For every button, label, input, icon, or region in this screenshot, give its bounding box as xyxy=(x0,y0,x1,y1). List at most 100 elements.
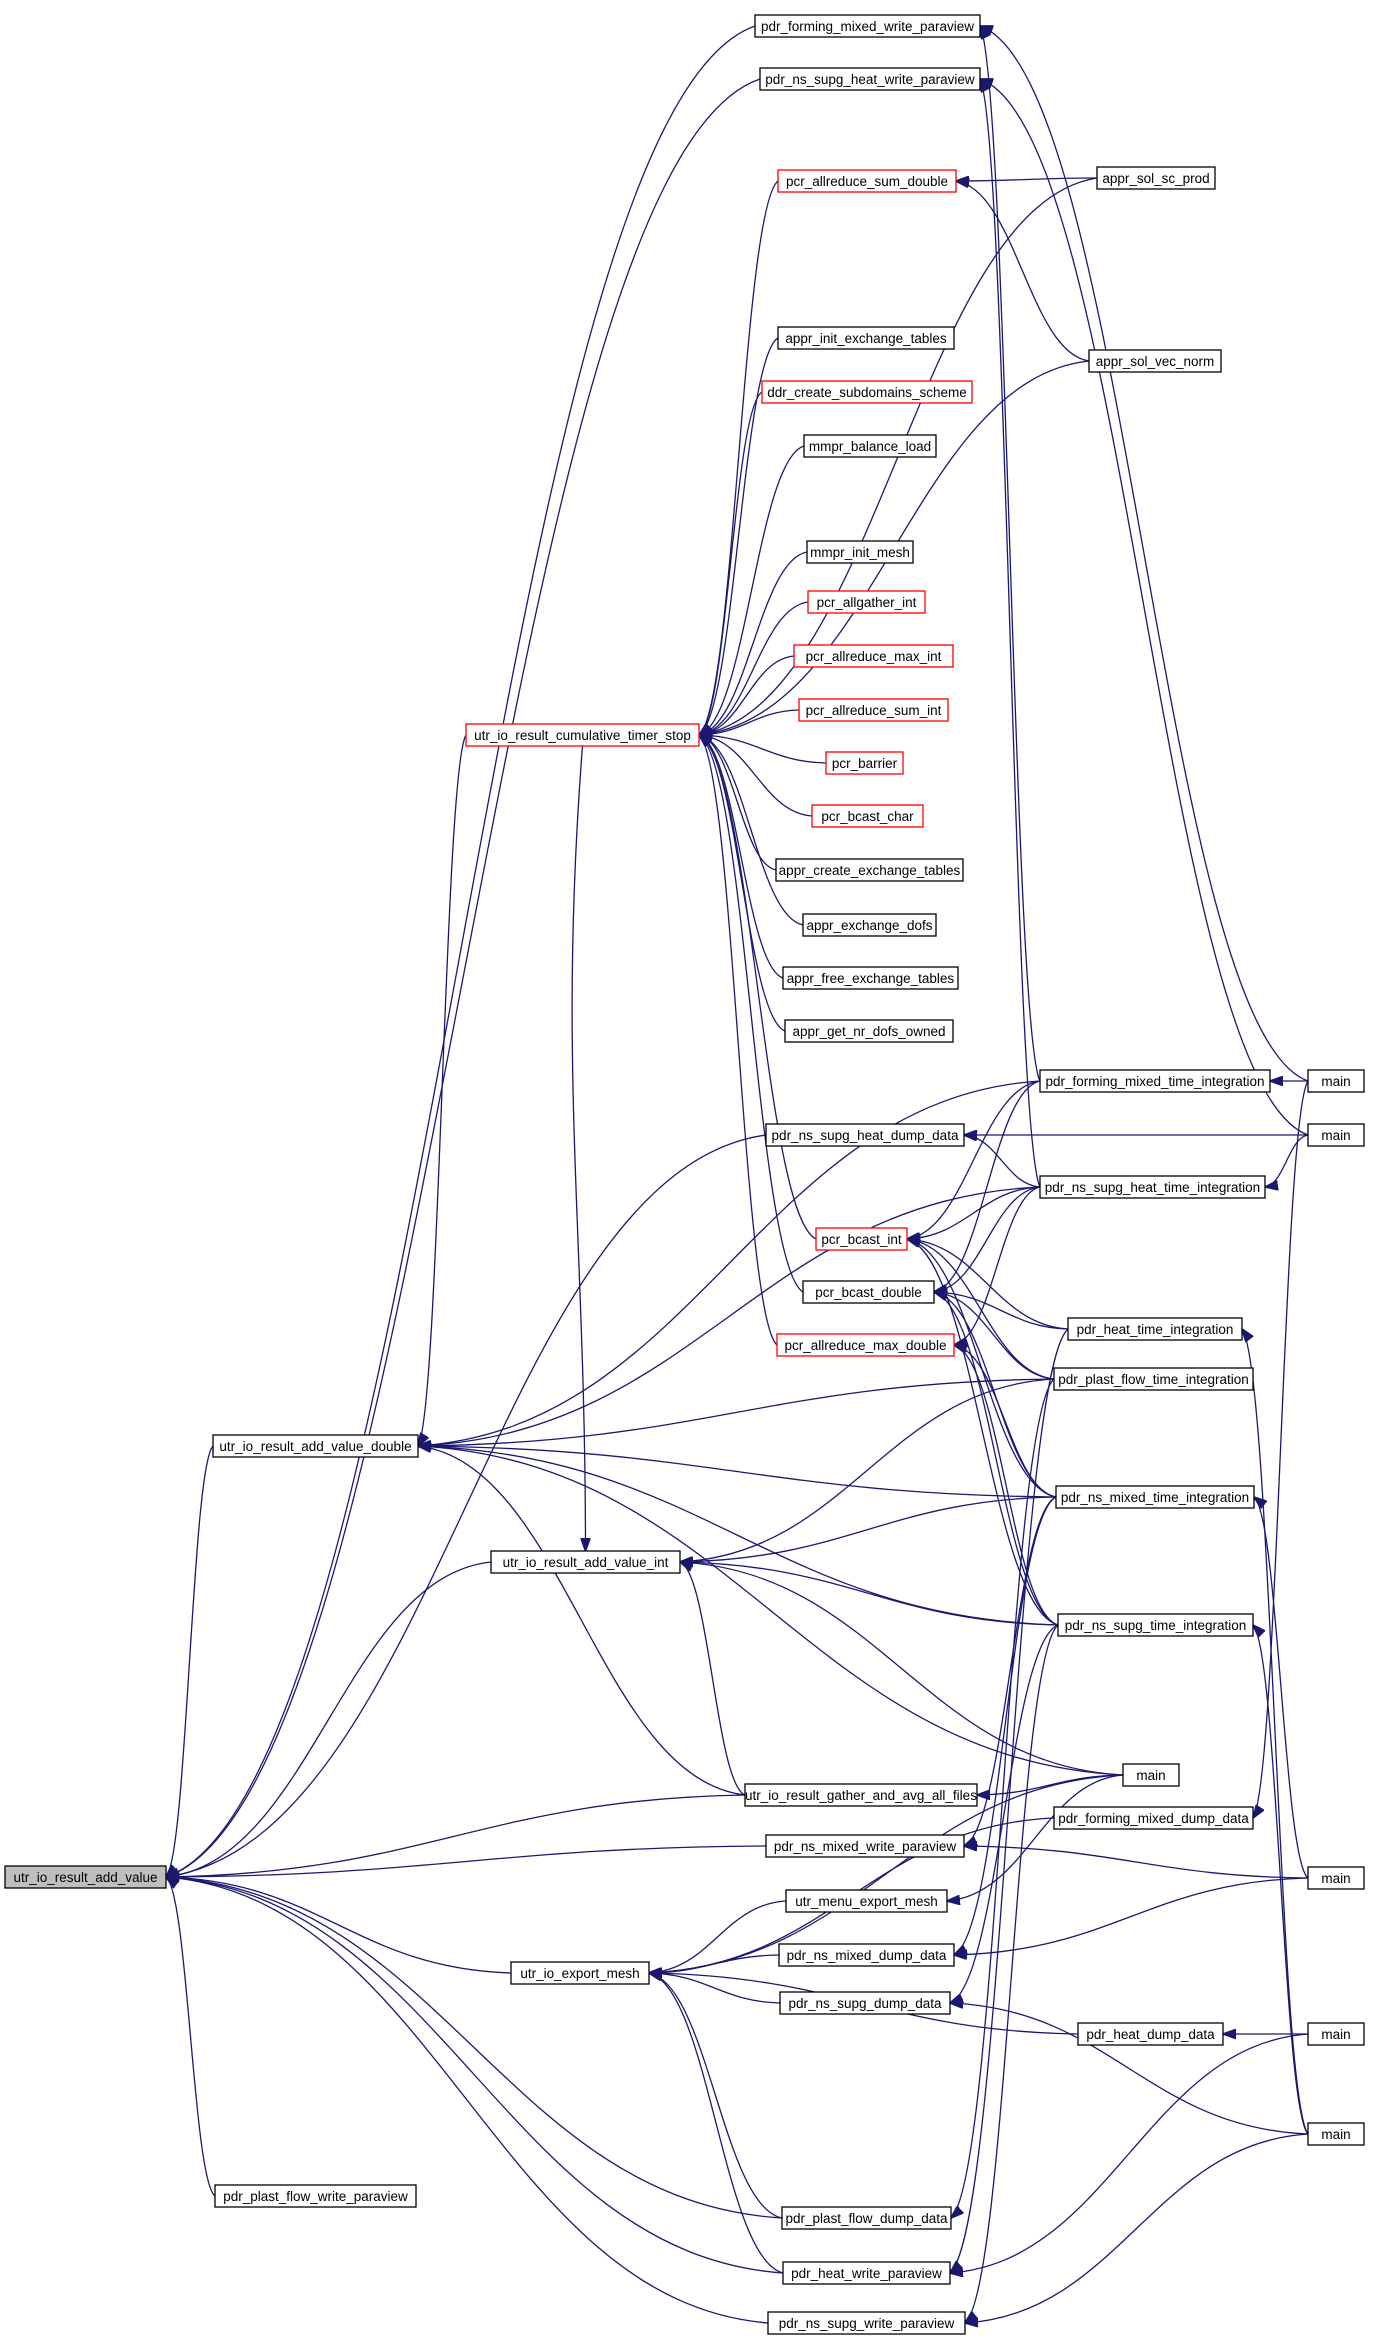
node-main-n34[interactable]: main xyxy=(1122,1763,1180,1787)
node-mmpr-balance-load[interactable]: mmpr_balance_load xyxy=(803,434,937,458)
node-box xyxy=(1088,349,1222,373)
node-box xyxy=(759,67,981,91)
node-pdr-forming-mixed-time-integration[interactable]: pdr_forming_mixed_time_integration xyxy=(1039,1069,1271,1093)
node-label: pcr_allreduce_max_double xyxy=(784,1338,946,1353)
edge-pcr-allgather-int-to-utr-io-result-cumulative-timer-stop xyxy=(699,601,809,735)
node-box xyxy=(1057,1613,1254,1637)
node-utr-io-result-cumulative-timer-stop[interactable]: utr_io_result_cumulative_timer_stop xyxy=(465,723,700,747)
node-main-n44[interactable]: main xyxy=(1307,2022,1365,2046)
node-utr-io-result-add-value-double[interactable]: utr_io_result_add_value_double xyxy=(212,1434,419,1458)
node-pcr-allreduce-sum-int[interactable]: pcr_allreduce_sum_int xyxy=(798,698,949,722)
node-label: pdr_heat_dump_data xyxy=(1086,2027,1215,2042)
node-box xyxy=(1053,1806,1254,1830)
node-pdr-ns-mixed-dump-data[interactable]: pdr_ns_mixed_dump_data xyxy=(778,1943,955,1967)
edge-main-to-utr-io-export-mesh xyxy=(649,1774,1124,1973)
edge-pdr-plast-flow-time-integration-to-pcr-bcast-int xyxy=(907,1239,1055,1380)
node-label: utr_menu_export_mesh xyxy=(795,1894,938,1909)
edge-pdr-ns-supg-heat-write-paraview-to-utr-io-result-add-value xyxy=(166,78,761,1877)
node-pcr-allreduce-sum-double[interactable]: pcr_allreduce_sum_double xyxy=(777,169,957,193)
node-pdr-heat-time-integration[interactable]: pdr_heat_time_integration xyxy=(1067,1317,1243,1341)
edge-pdr-ns-mixed-time-integration-to-pdr-ns-mixed-dump-data xyxy=(954,1496,1057,1955)
edge-mmpr-balance-load-to-utr-io-result-cumulative-timer-stop xyxy=(699,445,805,735)
node-pdr-ns-supg-time-integration[interactable]: pdr_ns_supg_time_integration xyxy=(1057,1613,1254,1637)
node-label: mmpr_balance_load xyxy=(809,439,931,454)
node-box xyxy=(803,434,937,458)
node-appr-sol-sc-prod[interactable]: appr_sol_sc_prod xyxy=(1096,166,1216,190)
node-box xyxy=(1053,1367,1254,1391)
node-box xyxy=(1122,1763,1180,1787)
node-pcr-allreduce-max-double[interactable]: pcr_allreduce_max_double xyxy=(776,1333,955,1357)
node-pdr-heat-write-paraview[interactable]: pdr_heat_write_paraview xyxy=(782,2261,951,2285)
node-utr-io-result-gather-and-avg-all-files[interactable]: utr_io_result_gather_and_avg_all_files xyxy=(744,1783,978,1807)
node-pdr-ns-supg-heat-dump-data[interactable]: pdr_ns_supg_heat_dump_data xyxy=(765,1123,965,1147)
node-pdr-forming-mixed-write-paraview[interactable]: pdr_forming_mixed_write_paraview xyxy=(754,14,981,38)
node-pdr-plast-flow-dump-data[interactable]: pdr_plast_flow_dump_data xyxy=(781,2206,952,2230)
edge-utr-io-result-gather-and-avg-all-files-to-utr-io-result-add-value-int xyxy=(680,1562,746,1796)
node-box xyxy=(815,1227,908,1251)
node-pdr-ns-supg-heat-write-paraview[interactable]: pdr_ns_supg_heat_write_paraview xyxy=(759,67,981,91)
edge-pcr-allreduce-max-int-to-utr-io-result-cumulative-timer-stop xyxy=(699,655,795,735)
edge-pdr-ns-supg-time-integration-to-utr-io-result-add-value-double xyxy=(418,1446,1059,1626)
edge-main-to-pdr-ns-supg-dump-data xyxy=(950,2003,1309,2135)
edge-pdr-heat-time-integration-to-pcr-bcast-double xyxy=(934,1292,1069,1330)
node-utr-menu-export-mesh[interactable]: utr_menu_export_mesh xyxy=(785,1889,948,1913)
node-box xyxy=(1039,1175,1266,1199)
node-label: utr_io_result_add_value_double xyxy=(219,1439,411,1454)
node-appr-create-exchange-tables[interactable]: appr_create_exchange_tables xyxy=(775,858,964,882)
node-label: pdr_ns_supg_heat_write_paraview xyxy=(765,72,975,87)
node-pdr-heat-dump-data[interactable]: pdr_heat_dump_data xyxy=(1077,2022,1224,2046)
node-pdr-plast-flow-time-integration[interactable]: pdr_plast_flow_time_integration xyxy=(1053,1367,1254,1391)
node-pdr-ns-supg-heat-time-integration[interactable]: pdr_ns_supg_heat_time_integration xyxy=(1039,1175,1266,1199)
node-main-n38[interactable]: main xyxy=(1307,1866,1365,1890)
edge-pdr-plast-flow-time-integration-to-utr-io-result-add-value-double xyxy=(418,1378,1055,1446)
node-pdr-ns-mixed-write-paraview[interactable]: pdr_ns_mixed_write_paraview xyxy=(765,1834,965,1858)
node-label: ddr_create_subdomains_scheme xyxy=(767,385,967,400)
node-utr-io-result-add-value: utr_io_result_add_value xyxy=(4,1865,167,1889)
node-pcr-bcast-double[interactable]: pcr_bcast_double xyxy=(802,1280,935,1304)
edge-utr-io-export-mesh-to-utr-io-result-add-value xyxy=(166,1877,512,1974)
edge-main-to-pdr-ns-mixed-dump-data xyxy=(954,1877,1309,1955)
node-pcr-bcast-int[interactable]: pcr_bcast_int xyxy=(815,1227,908,1251)
node-pdr-ns-supg-write-paraview[interactable]: pdr_ns_supg_write_paraview xyxy=(767,2311,966,2335)
node-ddr-create-subdomains-scheme[interactable]: ddr_create_subdomains_scheme xyxy=(761,380,973,404)
node-main-n21[interactable]: main xyxy=(1307,1069,1365,1093)
node-main-n45[interactable]: main xyxy=(1307,2122,1365,2146)
node-main-n23[interactable]: main xyxy=(1307,1123,1365,1147)
edge-utr-io-result-gather-and-avg-all-files-to-utr-io-result-add-value xyxy=(166,1794,746,1877)
node-box xyxy=(754,14,981,38)
edge-pcr-bcast-int-to-utr-io-result-cumulative-timer-stop xyxy=(699,735,817,1240)
node-utr-io-export-mesh[interactable]: utr_io_export_mesh xyxy=(510,1961,650,1985)
node-pdr-ns-mixed-time-integration[interactable]: pdr_ns_mixed_time_integration xyxy=(1055,1485,1255,1509)
node-box xyxy=(785,1889,948,1913)
edge-pdr-ns-supg-heat-time-integration-to-pdr-ns-supg-heat-dump-data xyxy=(964,1135,1041,1188)
edge-pdr-heat-time-integration-to-pdr-heat-write-paraview xyxy=(950,1328,1069,2273)
node-label: utr_io_result_add_value_int xyxy=(503,1555,669,1570)
edge-main-to-pdr-heat-write-paraview xyxy=(950,2033,1309,2273)
node-box xyxy=(1096,166,1216,190)
edge-pcr-allreduce-sum-double-to-utr-io-result-cumulative-timer-stop xyxy=(699,180,779,735)
node-appr-exchange-dofs[interactable]: appr_exchange_dofs xyxy=(802,913,937,937)
node-pcr-allreduce-max-int[interactable]: pcr_allreduce_max_int xyxy=(793,644,954,668)
node-box xyxy=(212,1434,419,1458)
edge-pdr-ns-supg-dump-data-to-utr-io-export-mesh xyxy=(649,1973,781,2004)
node-appr-get-nr-dofs-owned[interactable]: appr_get_nr_dofs_owned xyxy=(784,1019,954,1043)
node-label: main xyxy=(1321,1128,1350,1143)
node-utr-io-result-add-value-int[interactable]: utr_io_result_add_value_int xyxy=(490,1550,681,1574)
node-appr-free-exchange-tables[interactable]: appr_free_exchange_tables xyxy=(782,966,959,990)
node-box xyxy=(807,590,926,614)
edge-pdr-ns-supg-time-integration-to-pdr-ns-supg-write-paraview xyxy=(965,1624,1059,2323)
node-pdr-forming-mixed-dump-data[interactable]: pdr_forming_mixed_dump_data xyxy=(1053,1806,1254,1830)
node-pcr-bcast-char[interactable]: pcr_bcast_char xyxy=(811,804,924,828)
node-label: pcr_bcast_double xyxy=(815,1285,922,1300)
node-pcr-barrier[interactable]: pcr_barrier xyxy=(825,751,904,775)
node-label: utr_io_export_mesh xyxy=(520,1966,639,1981)
node-mmpr-init-mesh[interactable]: mmpr_init_mesh xyxy=(806,540,914,564)
node-appr-sol-vec-norm[interactable]: appr_sol_vec_norm xyxy=(1088,349,1222,373)
node-pcr-allgather-int[interactable]: pcr_allgather_int xyxy=(807,590,926,614)
node-pdr-ns-supg-dump-data[interactable]: pdr_ns_supg_dump_data xyxy=(779,1991,951,2015)
node-pdr-plast-flow-write-paraview[interactable]: pdr_plast_flow_write_paraview xyxy=(214,2184,417,2208)
node-appr-init-exchange-tables[interactable]: appr_init_exchange_tables xyxy=(777,326,955,350)
node-box xyxy=(784,1019,954,1043)
